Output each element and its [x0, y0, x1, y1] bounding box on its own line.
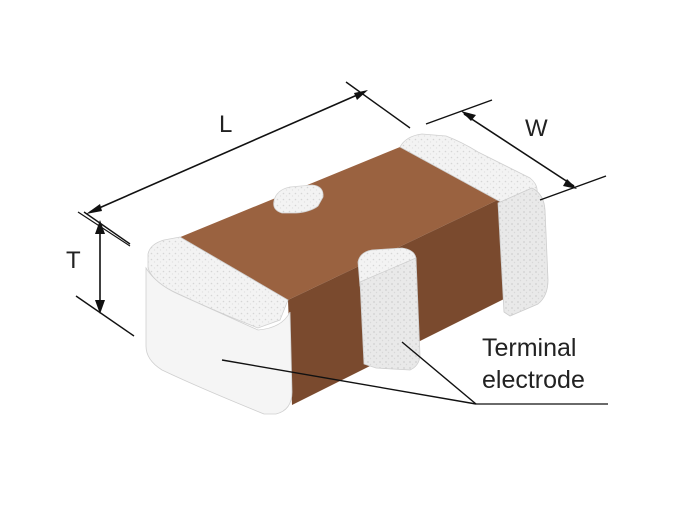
thickness-label: T	[66, 247, 81, 274]
length-arrow-left	[86, 204, 102, 214]
callout-label-line1: Terminal	[482, 334, 576, 362]
callout-leader-middle	[401, 341, 477, 405]
terminal-electrode-callout: Terminal electrode	[221, 334, 608, 405]
middle-electrode-top	[273, 184, 324, 214]
right-terminal-electrode	[399, 133, 549, 317]
thickness-arrow-bottom	[95, 300, 105, 314]
width-dimension-line	[463, 113, 575, 187]
left-terminal-electrode	[145, 236, 293, 415]
body-top-face	[178, 147, 508, 300]
length-arrow-right	[354, 90, 368, 100]
dimension-length: L	[83, 81, 411, 245]
width-arrow-bottom	[563, 179, 577, 189]
length-label: L	[219, 111, 232, 138]
width-label: W	[525, 115, 548, 142]
callout-label-line2: electrode	[482, 366, 585, 394]
width-arrow-top	[461, 111, 476, 121]
length-dimension-line	[89, 91, 365, 213]
callout-leader-left	[221, 359, 477, 405]
thickness-arrow-top	[95, 220, 105, 234]
middle-electrode-front	[357, 247, 421, 371]
dimension-thickness: T	[66, 211, 135, 337]
dimension-width: W	[425, 99, 607, 201]
